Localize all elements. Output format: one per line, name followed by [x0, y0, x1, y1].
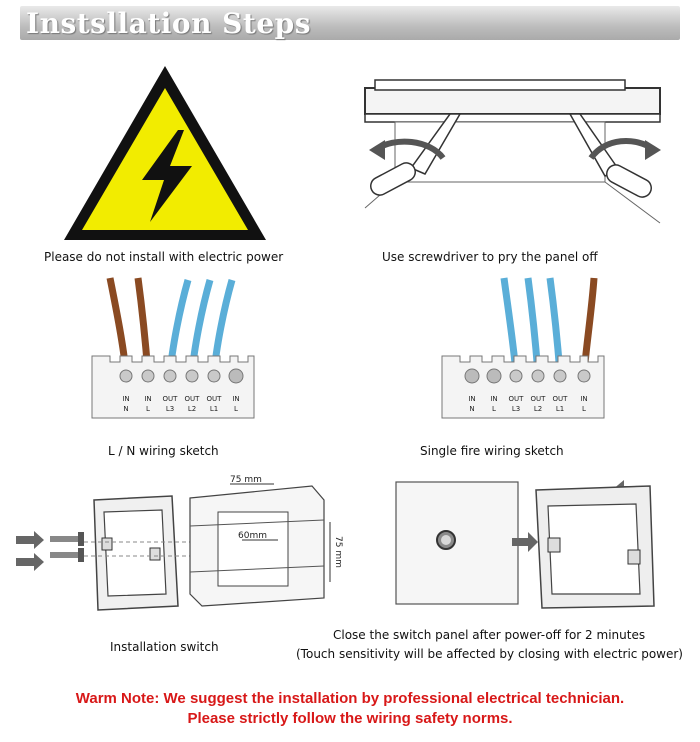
installation-switch-illustration: 75 mm 60mm 75 mm: [16, 475, 343, 611]
terminal-label: L: [146, 405, 150, 413]
terminal-label: OUT: [163, 395, 179, 403]
terminal-label: L1: [556, 405, 564, 413]
dim-width-label: 75 mm: [230, 475, 262, 485]
ln-wiring-caption: L / N wiring sketch: [108, 444, 219, 458]
terminal-label: N: [123, 405, 128, 413]
warm-note-line2: Please strictly follow the wiring safety…: [187, 710, 513, 727]
terminal-label: OUT: [553, 395, 569, 403]
installation-caption: Installation switch: [110, 640, 219, 654]
screwdriver-left-icon: [369, 113, 462, 196]
pry-caption: Use screwdriver to pry the panel off: [382, 250, 598, 264]
terminal-label: IN: [144, 395, 151, 403]
dim-height-label: 75 mm: [333, 536, 343, 568]
arrow-right-icon: [16, 531, 44, 571]
single-fire-caption: Single fire wiring sketch: [420, 444, 564, 458]
warm-note-line1: Warm Note: We suggest the installation b…: [75, 690, 625, 707]
terminal-label: IN: [490, 395, 497, 403]
screw-icon: [50, 532, 84, 562]
screwdriver-right-icon: [568, 113, 661, 198]
terminal-label: L3: [512, 405, 520, 413]
terminal-screws: [119, 368, 244, 384]
arrow-right-icon: [512, 532, 538, 552]
terminal-label: IN: [122, 395, 129, 403]
single-fire-wiring-sketch: IN N IN L OUT L3 OUT L2 OUT L1 IN L: [441, 277, 605, 419]
terminal-label: L1: [210, 405, 218, 413]
high-voltage-warning-icon: [64, 66, 266, 240]
terminal-label: IN: [580, 395, 587, 403]
pry-panel-illustration: [364, 79, 661, 224]
close-caption-line1: Close the switch panel after power-off f…: [333, 628, 646, 642]
terminal-label: L: [582, 405, 586, 413]
page-title: Instsllation Steps: [26, 7, 311, 40]
terminal-label: OUT: [509, 395, 525, 403]
terminal-label: OUT: [531, 395, 547, 403]
terminal-label: L3: [166, 405, 174, 413]
terminal-screws: [464, 368, 591, 384]
terminal-label: N: [469, 405, 474, 413]
terminal-label: IN: [232, 395, 239, 403]
terminal-label: L: [234, 405, 238, 413]
terminal-label: IN: [468, 395, 475, 403]
terminal-label: OUT: [207, 395, 223, 403]
terminal-label: OUT: [185, 395, 201, 403]
terminal-label: L2: [534, 405, 542, 413]
dim-depth-label: 60mm: [238, 531, 267, 541]
ln-wiring-sketch: IN N IN L OUT L3 OUT L2 OUT L1 IN L: [91, 277, 255, 419]
terminal-label: L2: [188, 405, 196, 413]
close-caption-line2: (Touch sensitivity will be affected by c…: [296, 647, 683, 661]
no-power-caption: Please do not install with electric powe…: [44, 250, 284, 264]
terminal-label: L: [492, 405, 496, 413]
close-panel-illustration: [395, 480, 655, 609]
header-banner: Instsllation Steps: [20, 6, 680, 40]
